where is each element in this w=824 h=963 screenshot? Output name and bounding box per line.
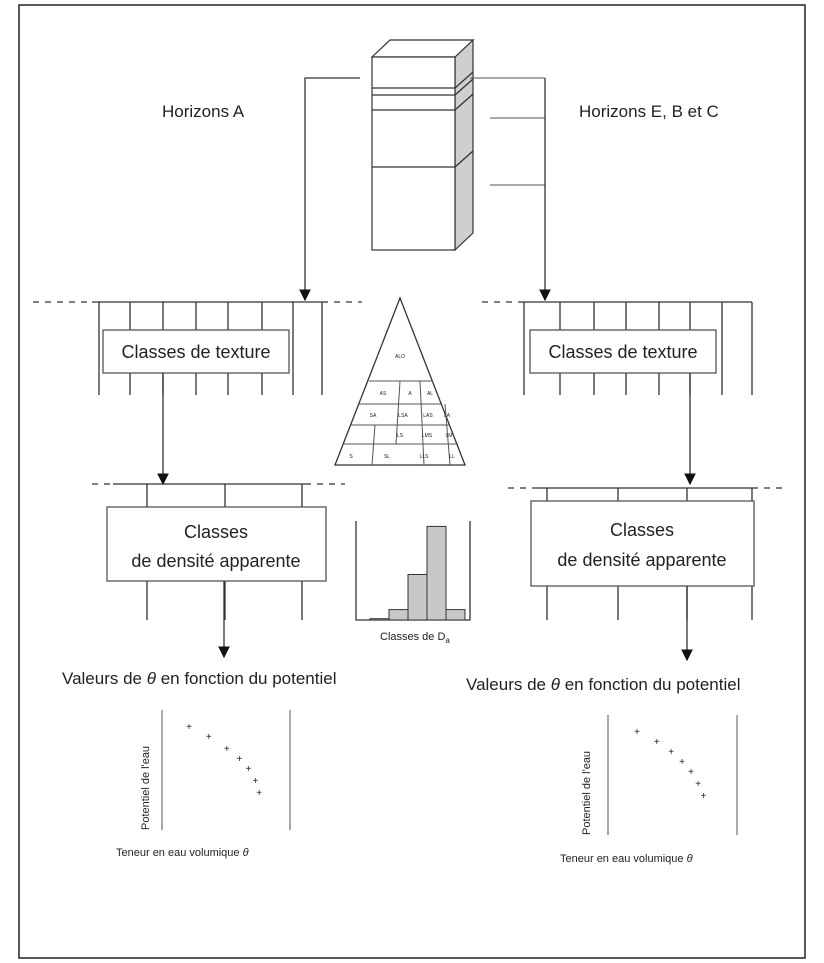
right-values-title: Valeurs de θ en fonction du potentiel [466, 675, 741, 694]
left-density-line2: de densité apparente [131, 551, 300, 571]
scatter-point: + [206, 732, 212, 743]
triangle-class-ll: LL [449, 454, 455, 460]
triangle-class-la: LA [444, 413, 451, 419]
right-scatter-plot: +++++++ [607, 715, 738, 835]
scatter-point: + [186, 722, 192, 733]
histogram-label: Classes de Da [380, 631, 450, 645]
scatter-point: + [253, 776, 259, 787]
scatter-point: + [245, 764, 251, 775]
triangle-class-lls: LLS [420, 454, 430, 460]
figure-frame [18, 4, 806, 959]
scatter-point: + [668, 747, 674, 758]
soil-column [370, 38, 475, 252]
left-density-line1: Classes [184, 522, 248, 542]
density-histogram [355, 521, 471, 621]
scatter-point: + [224, 744, 230, 755]
right-y-axis-label: Potentiel de l'eau [581, 751, 593, 835]
scatter-point: + [695, 779, 701, 790]
right-density-box [530, 500, 755, 587]
right-density-line2: de densité apparente [557, 550, 726, 570]
histogram-bar [407, 574, 428, 621]
triangle-class-lms: LMS [422, 433, 433, 439]
triangle-class-al: AL [427, 391, 433, 397]
right-texture-comb [482, 301, 753, 395]
histogram-bar [369, 618, 390, 621]
scatter-point: + [701, 791, 707, 802]
left-scatter-plot: +++++++ [161, 710, 291, 830]
horizons-ebc-label: Horizons E, B et C [579, 102, 719, 121]
triangle-class-a: A [408, 391, 412, 397]
histogram-bar [445, 609, 466, 621]
right-texture-box [529, 329, 717, 374]
right-texture-label: Classes de texture [548, 342, 697, 362]
triangle-class-lm: LM [446, 433, 453, 439]
triangle-class-sl: SL [384, 454, 390, 460]
right-density-line1: Classes [610, 520, 674, 540]
scatter-point: + [654, 737, 660, 748]
texture-triangle: ALO AS A AL SA LSA LAS LA LS LMS LM S SL… [334, 296, 466, 466]
horizons-a-label: Horizons A [162, 102, 245, 121]
left-x-axis-label: Teneur en eau volumique θ [116, 847, 249, 859]
triangle-class-s: S [349, 454, 353, 460]
histogram-bar [388, 609, 409, 621]
left-density-box [106, 506, 327, 582]
triangle-class-sa: SA [370, 413, 377, 419]
scatter-point: + [688, 767, 694, 778]
scatter-point: + [256, 788, 262, 799]
triangle-class-as: AS [380, 391, 387, 397]
scatter-point: + [236, 754, 242, 765]
scatter-point: + [679, 757, 685, 768]
left-texture-box [102, 329, 290, 374]
triangle-class-lsa: LSA [398, 413, 408, 419]
triangle-class-ls: LS [397, 433, 404, 439]
histogram-bar [426, 525, 447, 621]
left-texture-label: Classes de texture [121, 342, 270, 362]
right-x-axis-label: Teneur en eau volumique θ [560, 853, 693, 865]
triangle-class-alo: ALO [395, 354, 405, 360]
scatter-point: + [634, 727, 640, 738]
left-y-axis-label: Potentiel de l'eau [140, 746, 152, 830]
left-values-title: Valeurs de θ en fonction du potentiel [62, 669, 337, 688]
triangle-class-las: LAS [423, 413, 433, 419]
arrow-horizons-a [299, 77, 360, 302]
